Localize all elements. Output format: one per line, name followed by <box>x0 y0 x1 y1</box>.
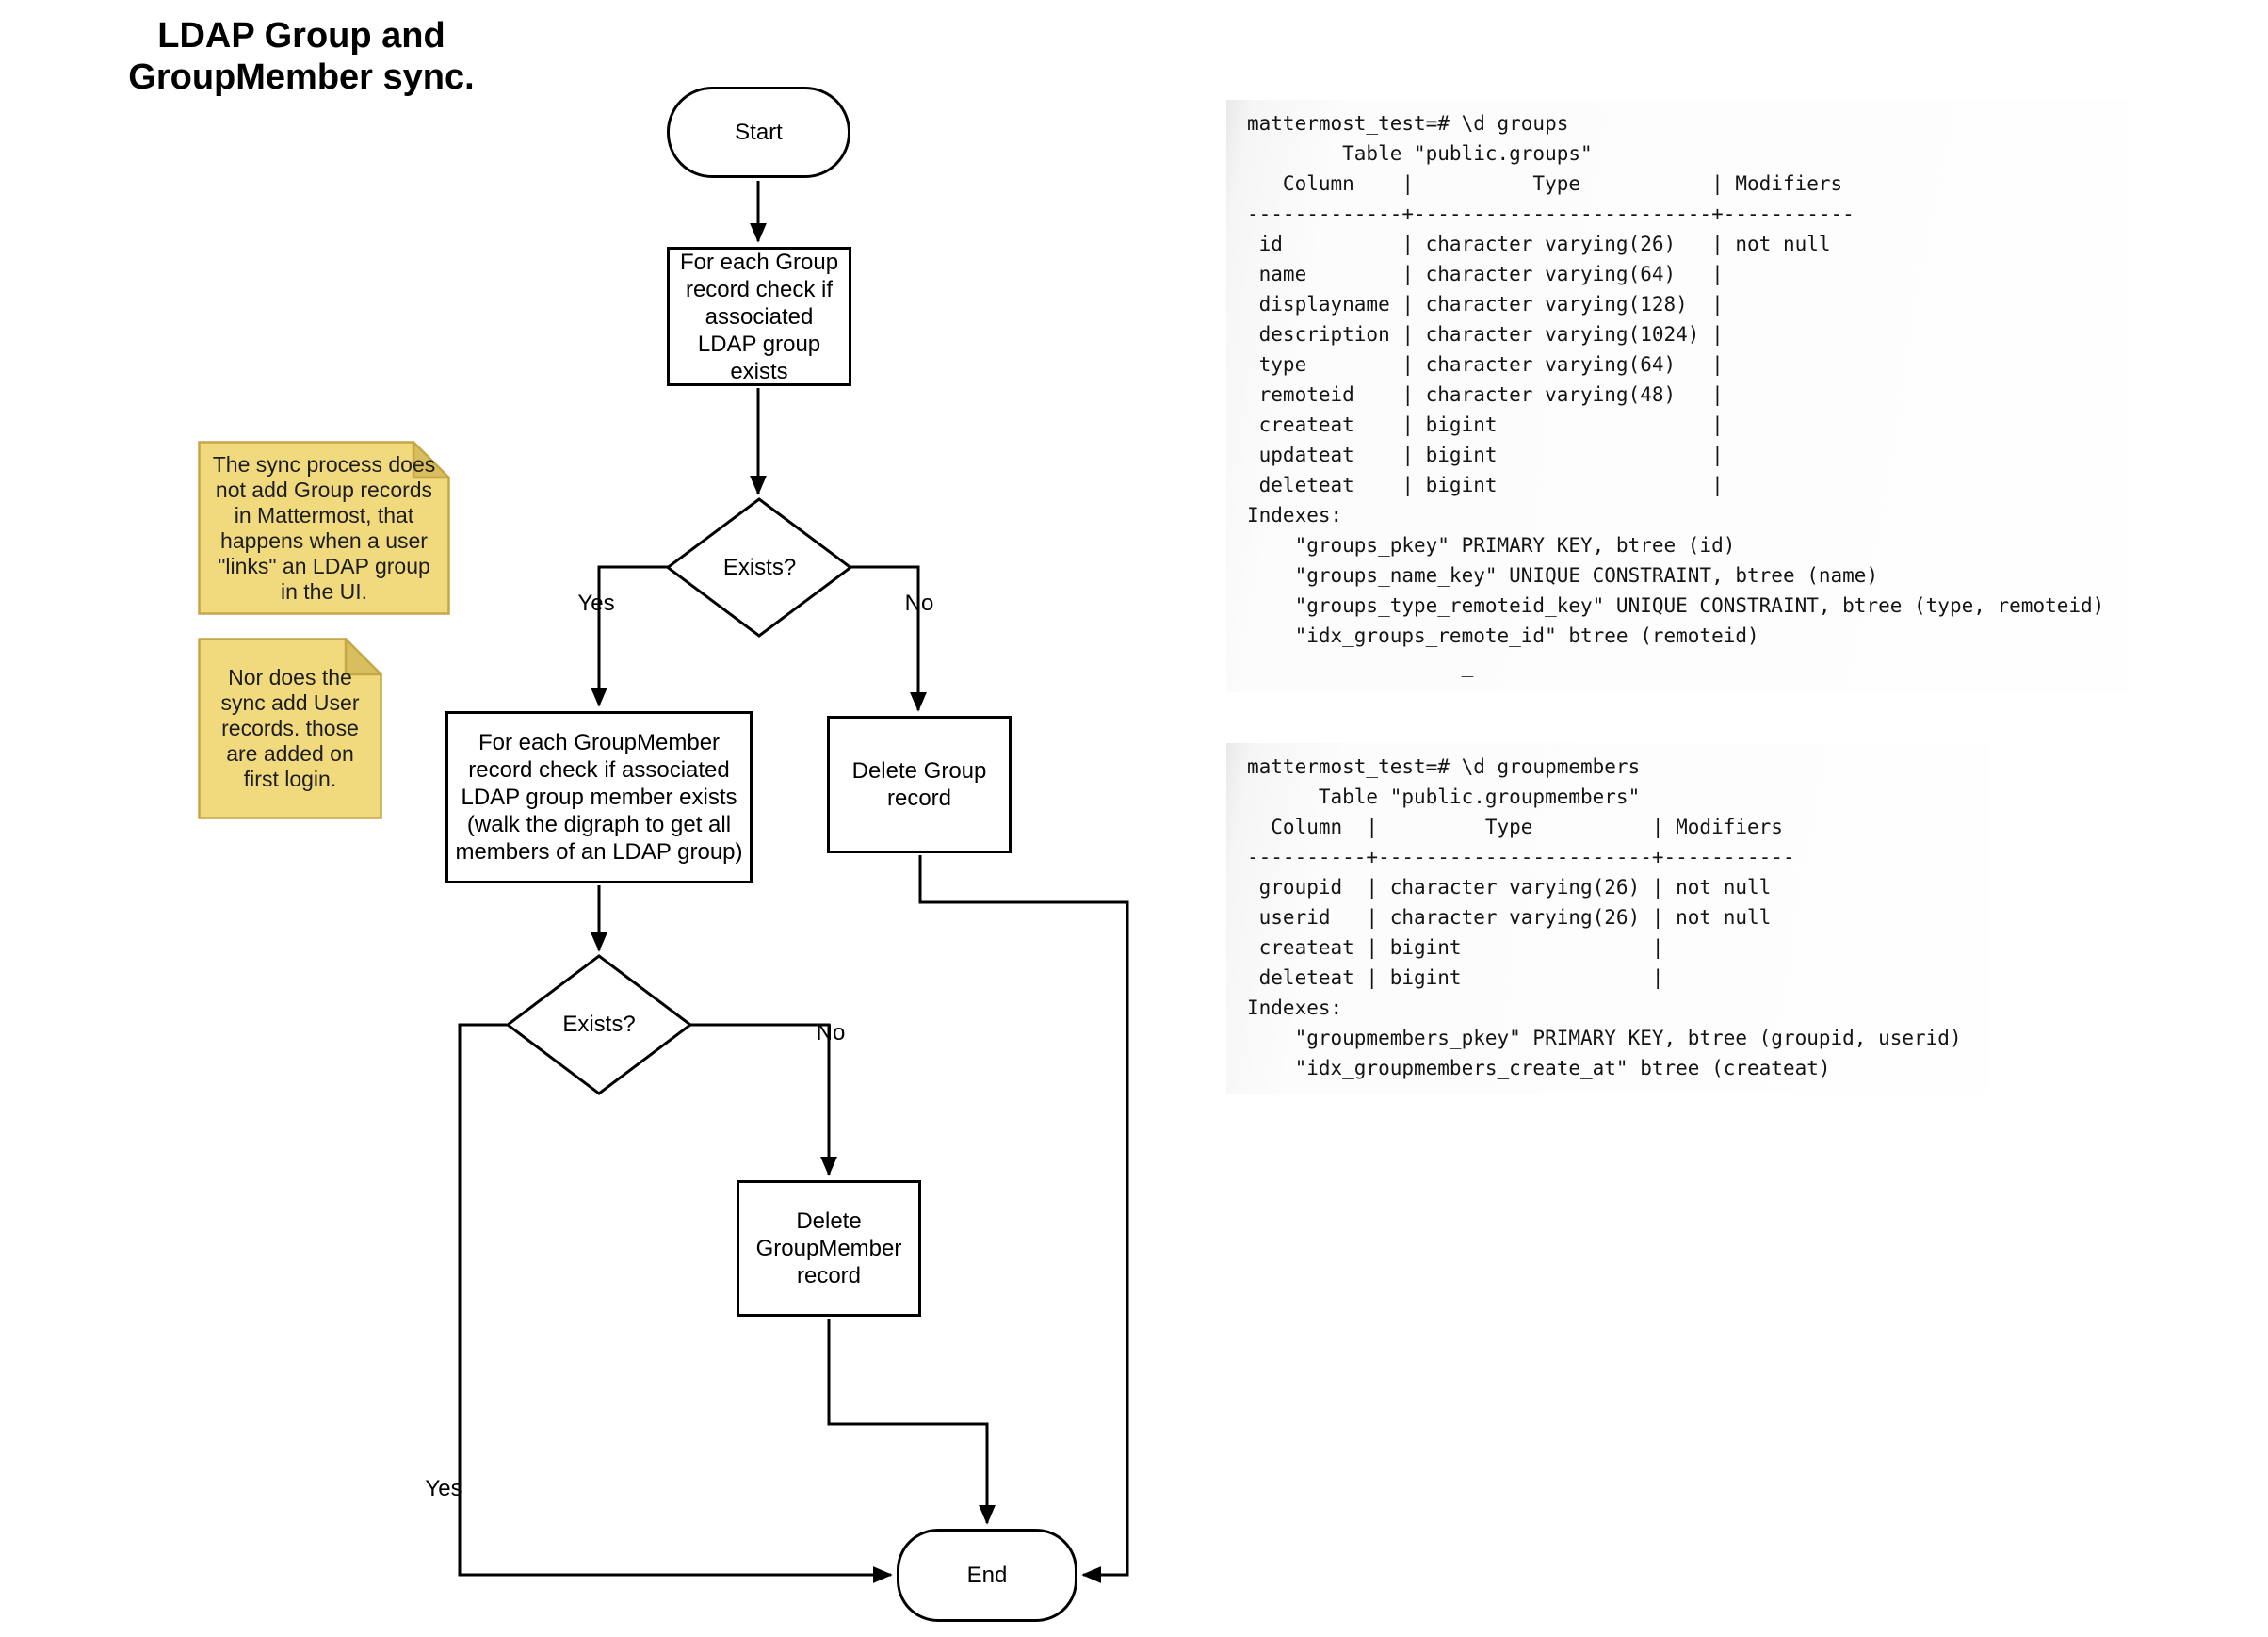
start-node: Start <box>667 87 850 178</box>
connector-delete-group-to-end <box>918 855 1129 1583</box>
psql-output-groupmembers-table: mattermost_test=# \d groupmembers Table … <box>1226 743 1988 1094</box>
connector-exists-2-yes-to-end <box>458 1023 893 1583</box>
connector-exists-1-no-to-delete-group <box>850 565 927 712</box>
process-check-group-member-node: For each GroupMember record check if ass… <box>446 711 753 883</box>
page-title: LDAP Group and GroupMember sync. <box>128 16 475 97</box>
sticky-note-shape <box>198 439 452 615</box>
sticky-note-shape <box>198 636 384 819</box>
connector-delete-member-to-end <box>827 1319 996 1525</box>
decision-exists-2-label: Exists? <box>562 1012 636 1037</box>
edge-label-no-2: No <box>816 1020 846 1045</box>
edge-label-yes-2: Yes <box>425 1476 462 1501</box>
end-node: End <box>897 1529 1077 1622</box>
sticky-note-fold-corner <box>412 439 452 479</box>
decision-exists-1-shape <box>665 497 853 638</box>
sticky-note-group-records: The sync process does not add Group reco… <box>198 439 452 615</box>
connector-exists-1-yes-to-check-member <box>591 565 668 707</box>
decision-exists-1-label: Exists? <box>722 554 797 580</box>
process-delete-group-node: Delete Group record <box>827 716 1012 853</box>
psql-output-groups-table: mattermost_test=# \d groups Table "publi… <box>1226 100 2131 692</box>
process-check-group-node: For each Group record check if associate… <box>667 247 851 386</box>
sticky-note-text: The sync process does not add Group reco… <box>212 451 436 604</box>
sticky-note-body <box>198 441 450 615</box>
sticky-note-text: Nor does the sync add User records. thos… <box>220 665 360 791</box>
edge-label-no-1: No <box>904 591 934 616</box>
edge-label-yes-1: Yes <box>577 591 615 616</box>
sticky-note-fold-corner <box>344 636 384 676</box>
sticky-note-user-records: Nor does the sync add User records. thos… <box>198 636 384 819</box>
connector-exists-2-no-to-delete-member <box>690 1023 837 1176</box>
decision-exists-2-shape <box>505 954 693 1095</box>
process-delete-group-member-node: Delete GroupMember record <box>737 1180 921 1317</box>
sticky-note-body <box>198 638 382 819</box>
